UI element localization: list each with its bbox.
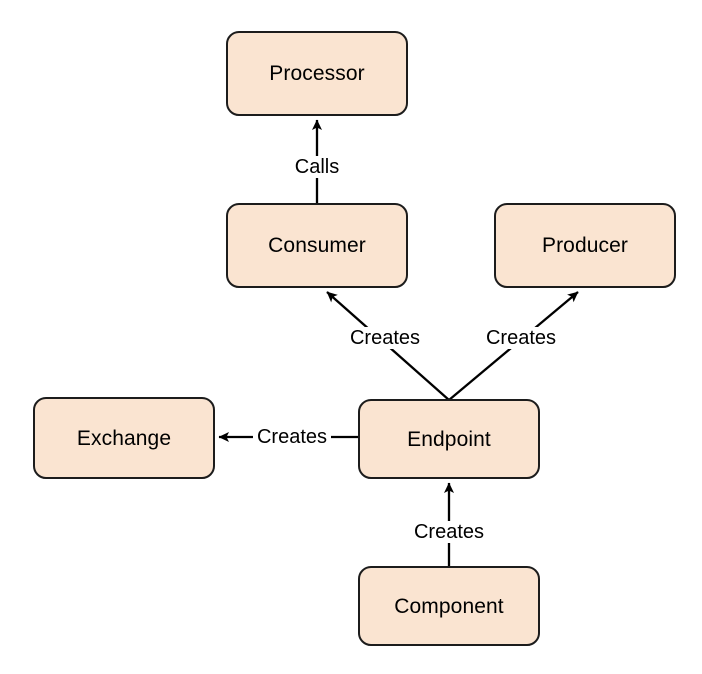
- node-endpoint[interactable]: Endpoint: [358, 399, 540, 479]
- edge-label-creates-exchange: Creates: [252, 426, 332, 448]
- node-component-label: Component: [394, 594, 504, 618]
- node-exchange[interactable]: Exchange: [33, 397, 215, 479]
- node-processor-label: Processor: [269, 62, 365, 85]
- node-processor[interactable]: Processor: [226, 31, 408, 116]
- node-consumer-label: Consumer: [268, 234, 366, 257]
- edge-label-creates-producer: Creates: [481, 327, 561, 349]
- node-consumer[interactable]: Consumer: [226, 203, 408, 288]
- edge-label-creates-endpoint: Creates: [409, 521, 489, 543]
- node-component[interactable]: Component: [358, 566, 540, 646]
- node-endpoint-label: Endpoint: [407, 427, 491, 451]
- edge-label-calls: Calls: [290, 156, 344, 178]
- node-producer[interactable]: Producer: [494, 203, 676, 288]
- edge-label-creates-consumer: Creates: [345, 327, 425, 349]
- node-exchange-label: Exchange: [76, 426, 172, 450]
- node-producer-label: Producer: [541, 234, 628, 257]
